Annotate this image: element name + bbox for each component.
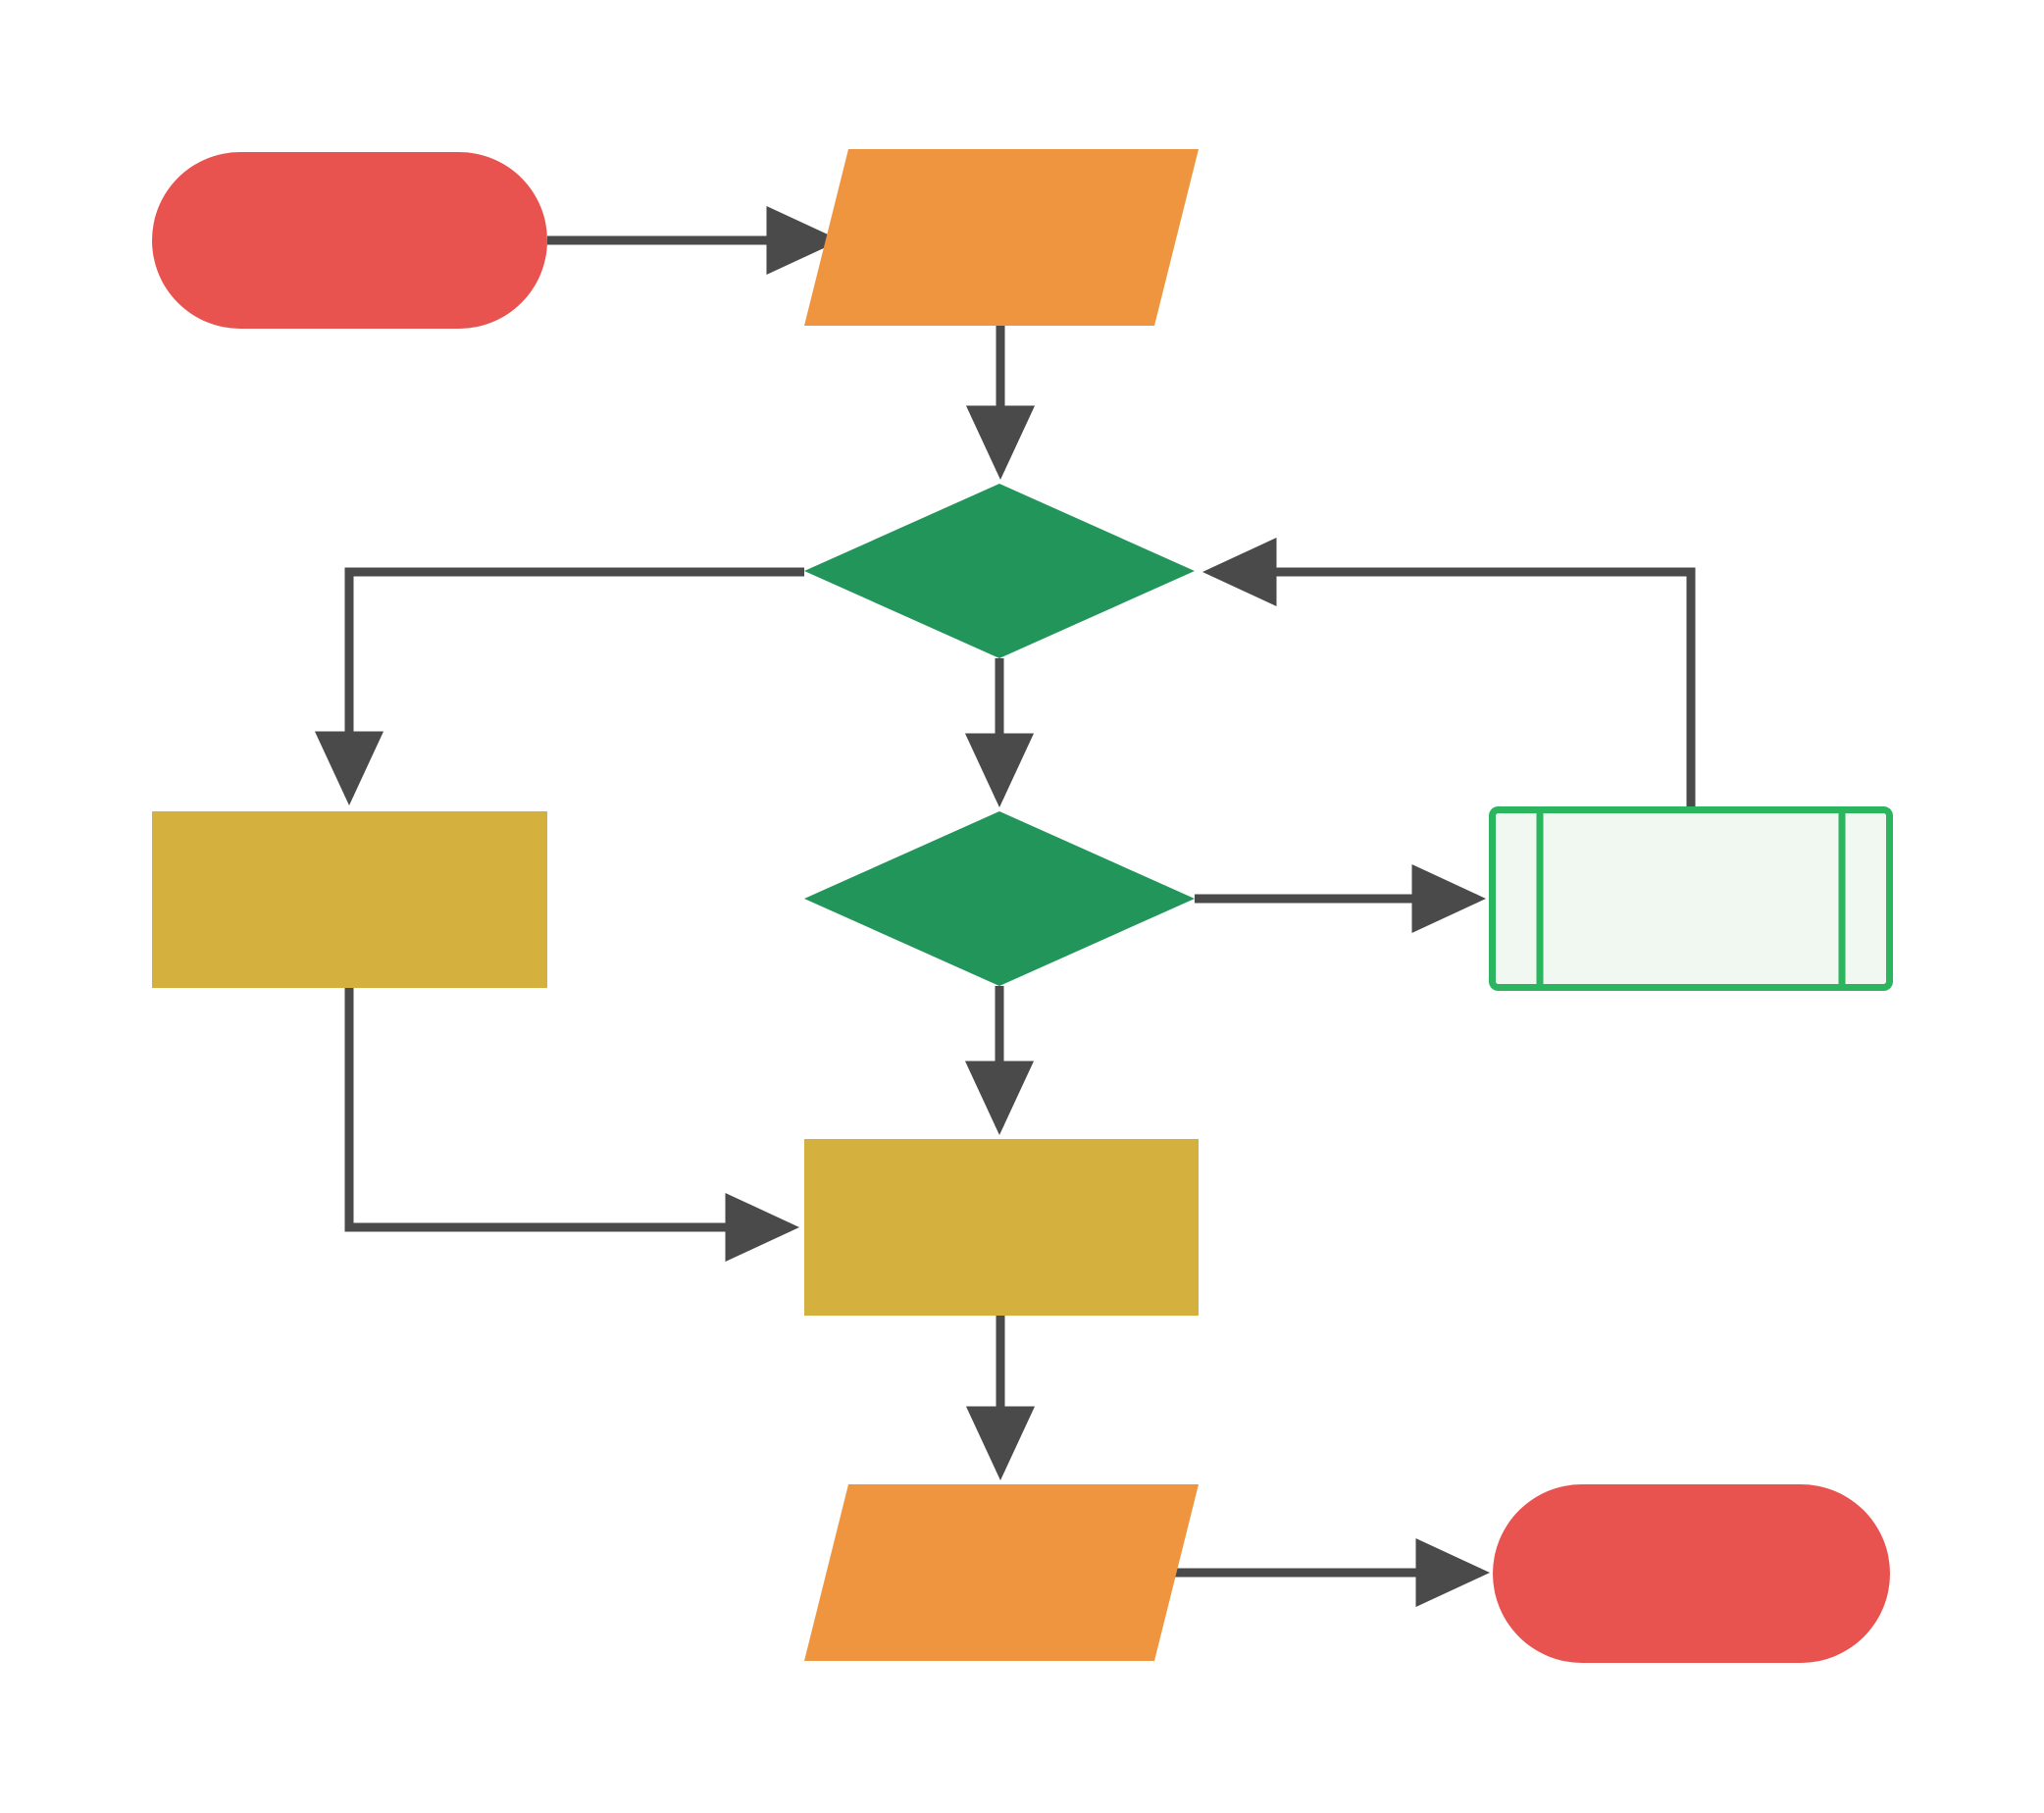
node-process-left[interactable] — [152, 811, 547, 988]
edges-layer — [314, 205, 1696, 1608]
output-io-shape[interactable] — [804, 1484, 1199, 1661]
edge-decision1-to-process-left — [314, 567, 804, 805]
node-end-terminal[interactable] — [1493, 1484, 1890, 1663]
node-process-mid[interactable] — [804, 1139, 1199, 1316]
subroutine-outer-shape[interactable] — [1489, 806, 1893, 991]
process-mid-shape[interactable] — [804, 1139, 1199, 1316]
edge-process-left-to-process-mid — [344, 988, 799, 1263]
start-terminal-shape[interactable] — [152, 152, 547, 329]
nodes-layer — [152, 149, 1893, 1663]
node-decision2[interactable] — [804, 811, 1195, 986]
node-start-terminal[interactable] — [152, 152, 547, 329]
decision2-shape[interactable] — [804, 811, 1195, 986]
process-left-shape[interactable] — [152, 811, 547, 988]
decision1-shape[interactable] — [804, 484, 1195, 658]
node-output-io[interactable] — [804, 1484, 1199, 1661]
end-terminal-shape[interactable] — [1493, 1484, 1890, 1663]
input-io-shape[interactable] — [804, 149, 1199, 326]
node-subroutine[interactable] — [1489, 806, 1893, 991]
node-input-io[interactable] — [804, 149, 1199, 326]
edge-subroutine-to-decision1 — [1202, 537, 1696, 806]
node-decision1[interactable] — [804, 484, 1195, 658]
